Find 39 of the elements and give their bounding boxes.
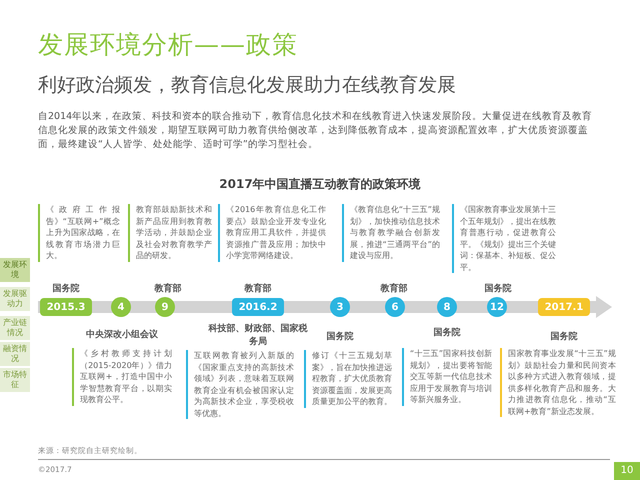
event-description: 《教育信息化“十三五”规划》，加快推动信息技术与教育教学融合创新发展，推进“三通两平台”的建设与应用。 [342,204,440,262]
chart-title: 2017年中国直播互动教育的政策环境 [218,176,422,193]
side-tab: 融资情况 [0,342,30,366]
slide-title: 发展环境分析——政策 [38,29,298,61]
authority-label: 科技部、财政部、国家税务局 [208,322,308,348]
date-marker: 2015.3 [40,298,92,316]
month-marker: 3 [330,297,350,317]
event-description: 《政府工作报告》“互联网+”概念上升为国家战略，在线教育市场潜力巨大。 [38,204,120,262]
event-description: “十三五”国家科技创新规划》，提出要将智能交互等新一代信息技术应用于发展教育与培训等新兴服务业。 [402,348,492,406]
event-description: 教育部鼓励新技术和新产品应用到教育教学活动，并鼓励企业及社会对教育教学产品的研发。 [128,204,212,262]
side-tab: 产业链情况 [0,316,30,340]
event-description: 互联网教育被列入新版的《国家重点支持的高新技术领域》列表，意味着互联网教育企业有机会被国家认定为高新技术企业，享受税收等优惠。 [186,350,294,419]
authority-label: 国务院 [550,330,578,343]
authority-label: 国务院 [484,282,512,295]
active-tab: 发展环境 [0,258,30,282]
authority-label: 教育部 [243,282,272,295]
event-description: 修订《十三五规划草案》，旨在加快推进远程教育，扩大优质教育资源覆盖面，发展更高质量更加公平的教育。 [304,350,392,408]
authority-label: 教育部 [153,282,182,295]
side-tab: 发展驱动力 [0,287,30,311]
date-marker: 2017.1 [538,298,590,316]
month-marker: 9 [155,297,175,317]
event-description: 《乡村教师支持计划（2015-2020年）》借力互联网+，打造中国中小学智慧教育平台，以期实现教育公平。 [72,348,172,406]
authority-label: 国务院 [432,326,462,339]
side-tab: 市场特征 [0,368,30,392]
subtitle: 利好政治频发，教育信息化发展助力在线教育发展 [38,73,456,98]
month-marker: 12 [487,297,507,317]
authority-label: 中央深改小组会议 [85,328,159,341]
event-description: 国家教育事业发展“十三五”规划》鼓励社会力量和民间资本以多种方式进入教育领域，提供多样化教育产品和服务。大力推进教育信息化，推动“互联网+教育”新业态发展。 [500,348,616,417]
month-marker: 4 [111,297,131,317]
event-description: 《国家教育事业发展第十三个五年规划》，提出在线教育普惠行动，促进教育公平。《规划》提出三个关键词：保基本、补短板、促公平。 [452,204,556,273]
authority-label: 国务院 [52,282,80,295]
month-marker: 8 [437,297,457,317]
event-description: 《2016年教育信息化工作要点》鼓励企业开发专业化教育应用工具软件，并提供资源推广普及应用；加快中小学宽带网络建设。 [218,204,326,262]
date-marker: 2016.2 [232,298,284,316]
month-marker: 6 [385,297,405,317]
authority-label: 国务院 [326,330,354,343]
page-number: 10 [614,462,640,480]
authority-label: 教育部 [379,282,408,295]
intro-paragraph: 自2014年以来，在政策、科技和资本的联合推动下，教育信息化技术和在线教育进入快速发展阶段。大量促进在线教育及教育信息化发展的政策文件颁发，期望互联网可助力教育供给侧改革，达到降低教育成本，提高资源配置效率，扩大优质资源覆盖面，最终建设“人人皆学、处处能学、适时可学”的学习型社会。 [38,110,594,152]
